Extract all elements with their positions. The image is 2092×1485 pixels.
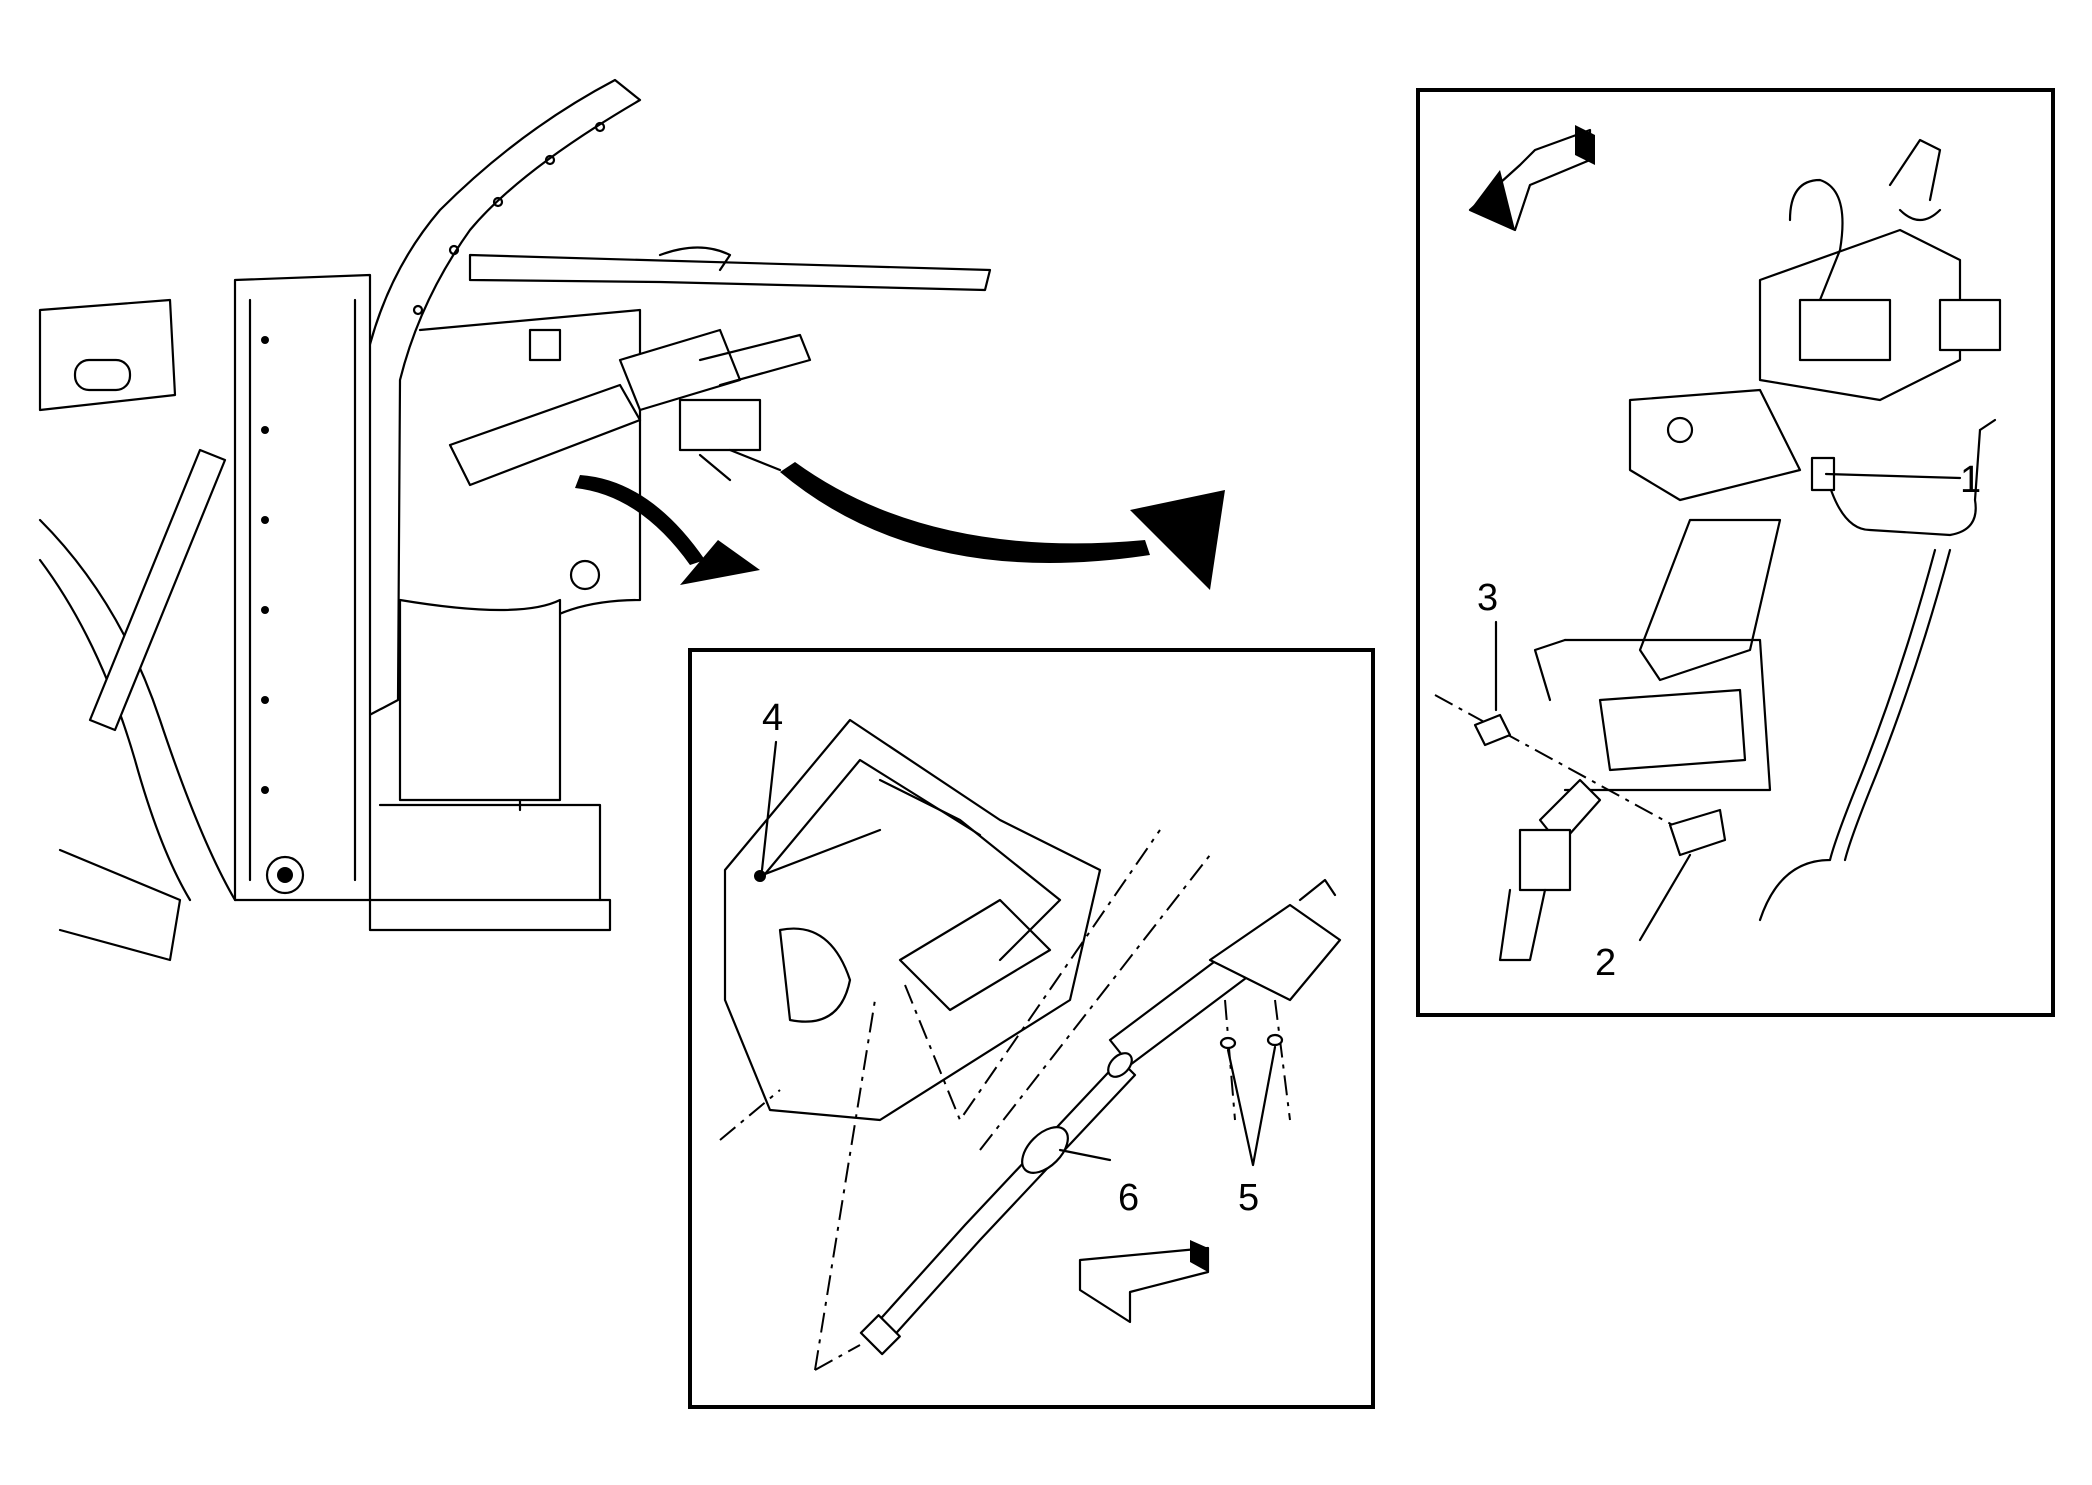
grommet bbox=[569, 559, 601, 591]
leader-6 bbox=[1058, 1148, 1112, 1162]
alignment-line bbox=[1434, 694, 1701, 841]
mount-bolt bbox=[1666, 416, 1694, 444]
callout-1: 1 bbox=[1960, 459, 1981, 501]
hole bbox=[412, 304, 424, 316]
lower-rail-inner bbox=[38, 558, 192, 902]
shaft-seal-6 bbox=[1021, 1126, 1069, 1174]
pillar-edge bbox=[248, 298, 357, 882]
arrow-face bbox=[1190, 1240, 1208, 1272]
vehicle-frame-overview bbox=[38, 78, 992, 962]
hole bbox=[492, 196, 504, 208]
ignition-module bbox=[1798, 298, 1892, 362]
bolt bbox=[261, 786, 269, 794]
column-jacket bbox=[1598, 688, 1747, 772]
alignment-line bbox=[719, 1089, 781, 1141]
harness bbox=[1823, 428, 1982, 537]
long-harness-edge bbox=[1843, 548, 1952, 862]
forward-arrow-lower bbox=[1078, 1246, 1210, 1324]
roof-rail bbox=[358, 78, 642, 722]
right-inset-content: 1 2 3 bbox=[1434, 125, 2002, 984]
hole bbox=[448, 244, 460, 256]
arrow-shaft bbox=[575, 475, 705, 565]
steering-shaft-top bbox=[1888, 138, 1942, 202]
column-shaft-top bbox=[698, 333, 812, 387]
lower-inset-content: 4 6 5 bbox=[719, 697, 1342, 1371]
column-tube bbox=[1638, 518, 1782, 682]
floor-edge bbox=[378, 803, 602, 902]
connector-block bbox=[1938, 298, 2002, 352]
upper-mount-bracket bbox=[1628, 388, 1802, 502]
wiring-loop bbox=[1788, 178, 1844, 302]
shaft-spline bbox=[1898, 208, 1942, 222]
lower-rail bbox=[38, 518, 237, 902]
pointer-arrow-to-right-inset bbox=[780, 462, 1225, 590]
column-housing bbox=[618, 328, 742, 412]
bolt bbox=[261, 426, 269, 434]
arrow-tip bbox=[1470, 170, 1515, 230]
cross-car-beam bbox=[468, 253, 992, 292]
column-in-vehicle bbox=[448, 383, 642, 487]
left-bracket bbox=[38, 298, 177, 412]
arrow-head bbox=[1130, 490, 1225, 590]
inset-dash-panel bbox=[723, 718, 1102, 1122]
module-wires bbox=[698, 448, 782, 482]
slot bbox=[73, 358, 132, 392]
inset-column-head bbox=[1208, 903, 1342, 1002]
leader-4 bbox=[760, 740, 778, 872]
lower-clip bbox=[58, 848, 182, 962]
bolt bbox=[261, 516, 269, 524]
lower-mount-bracket bbox=[1563, 638, 1772, 792]
nut-5a bbox=[1219, 1036, 1237, 1050]
inset-column-tip bbox=[1298, 878, 1337, 902]
shaft-lower-joint bbox=[859, 1314, 901, 1356]
harness-end bbox=[1978, 418, 1997, 432]
beam-bracket bbox=[658, 246, 732, 272]
alignment-line bbox=[979, 854, 1211, 1151]
arrow-face bbox=[1575, 125, 1595, 165]
long-harness bbox=[1758, 548, 1937, 922]
alignment-line bbox=[1274, 999, 1291, 1121]
callout-4: 4 bbox=[762, 697, 783, 739]
hole bbox=[544, 154, 556, 166]
bolt bbox=[261, 336, 269, 344]
bolt bbox=[261, 696, 269, 704]
arrow-head bbox=[680, 540, 760, 585]
nut-5b bbox=[1266, 1033, 1284, 1047]
footwell bbox=[398, 598, 562, 802]
right-inset-frame bbox=[1416, 88, 2055, 1017]
hinge-pillar bbox=[233, 273, 372, 902]
nut-3 bbox=[1473, 713, 1512, 747]
callout-3: 3 bbox=[1477, 577, 1498, 619]
pillar-bolt-center bbox=[277, 867, 293, 883]
alignment-line bbox=[904, 829, 1161, 1123]
column-module bbox=[678, 398, 762, 452]
alignment-line bbox=[814, 999, 876, 1371]
bolt bbox=[261, 606, 269, 614]
callout-2: 2 bbox=[1595, 942, 1616, 984]
callout-5: 5 bbox=[1238, 1177, 1259, 1219]
alignment-line bbox=[814, 1344, 861, 1371]
pointer-arrow-to-lower-inset bbox=[575, 475, 760, 585]
lower-inset-frame bbox=[688, 648, 1375, 1409]
leader-4-line bbox=[758, 828, 882, 878]
leader-1 bbox=[1824, 472, 1962, 480]
hole bbox=[594, 121, 606, 133]
bracket bbox=[898, 898, 1052, 1012]
shaft-joint bbox=[1107, 1052, 1133, 1078]
floor-member bbox=[368, 898, 612, 932]
leader-2 bbox=[1638, 853, 1692, 942]
callout-6: 6 bbox=[1118, 1177, 1139, 1219]
leader-5 bbox=[1226, 1045, 1277, 1167]
universal-joint bbox=[1518, 828, 1572, 892]
arrow-shaft bbox=[780, 462, 1150, 564]
bracket-edge bbox=[1533, 638, 1567, 702]
shaft-end bbox=[1498, 888, 1547, 962]
diagonal-brace bbox=[88, 448, 227, 732]
bolt-2 bbox=[1668, 808, 1727, 857]
panel-opening bbox=[778, 927, 852, 1023]
dash-clip bbox=[528, 328, 562, 362]
